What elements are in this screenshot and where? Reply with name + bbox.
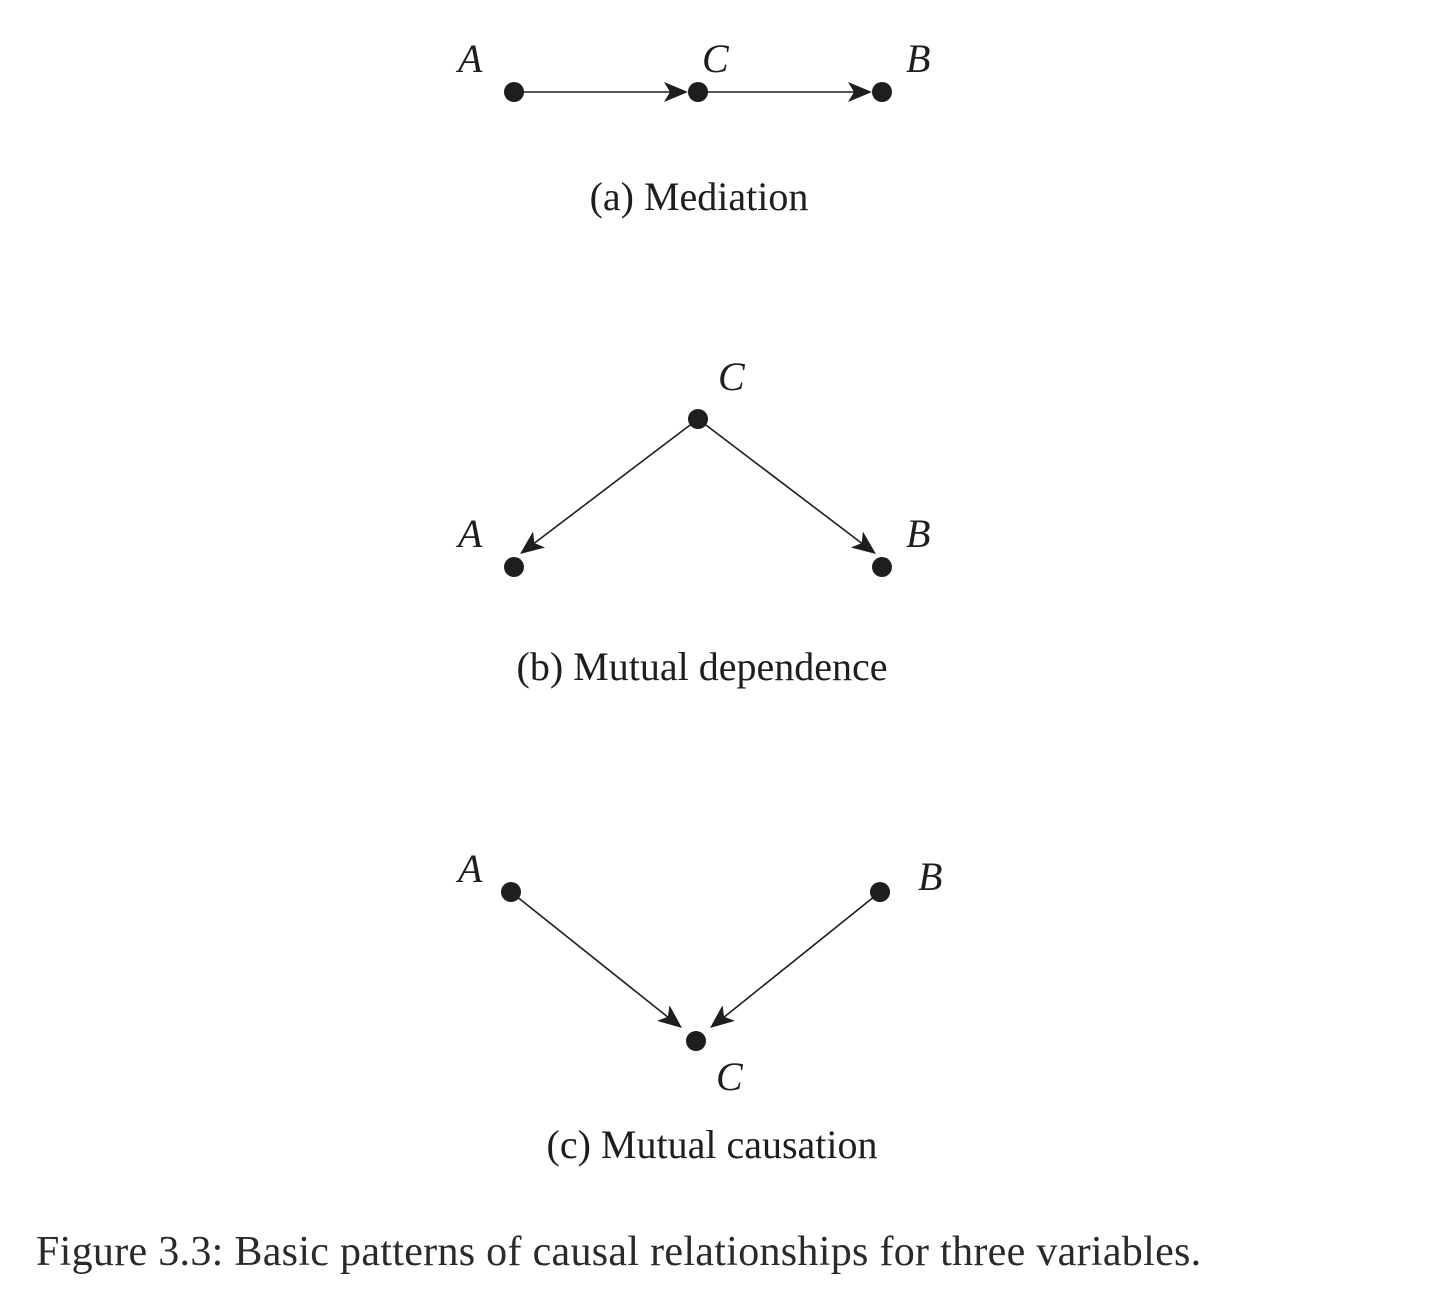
label-a: A	[455, 36, 483, 81]
node-c	[686, 1031, 706, 1051]
node-a	[501, 882, 521, 902]
edge-a-to-c	[510, 891, 675, 1023]
arrowhead-c-to-b	[850, 531, 876, 554]
panel-mutual-causation: A B C (c) Mutual causation	[455, 846, 942, 1167]
node-b	[872, 557, 892, 577]
label-c: C	[718, 354, 746, 399]
label-a: A	[455, 511, 483, 556]
edge-c-to-b	[697, 418, 869, 549]
edge-c-to-a	[527, 418, 699, 549]
label-c: C	[716, 1054, 744, 1099]
label-c: C	[702, 36, 730, 81]
label-b: B	[906, 511, 930, 556]
subcaption-mutual-causation: (c) Mutual causation	[547, 1122, 878, 1167]
node-c	[688, 409, 708, 429]
label-a: A	[455, 846, 483, 891]
node-b	[872, 82, 892, 102]
label-b: B	[918, 854, 942, 899]
subcaption-mutual-dependence: (b) Mutual dependence	[517, 644, 888, 689]
edge-b-to-c	[717, 891, 881, 1023]
arrowhead-a-to-c	[657, 1005, 682, 1028]
panel-mutual-dependence: C A B (b) Mutual dependence	[455, 354, 930, 689]
figure-caption: Figure 3.3: Basic patterns of causal rel…	[36, 1229, 1202, 1275]
node-c	[688, 82, 708, 102]
arrowhead-c-to-a	[520, 531, 546, 554]
panel-mediation: A C B (a) Mediation	[455, 36, 930, 219]
arrowhead-b-to-c	[710, 1005, 735, 1028]
arrowhead-c-to-b	[848, 82, 872, 102]
arrowhead-a-to-c	[664, 82, 688, 102]
causal-patterns-figure: A C B (a) Mediation C A B (b) Mutual dep…	[455, 36, 942, 1167]
subcaption-mediation: (a) Mediation	[590, 174, 809, 219]
label-b: B	[906, 36, 930, 81]
node-a	[504, 557, 524, 577]
node-b	[870, 882, 890, 902]
node-a	[504, 82, 524, 102]
